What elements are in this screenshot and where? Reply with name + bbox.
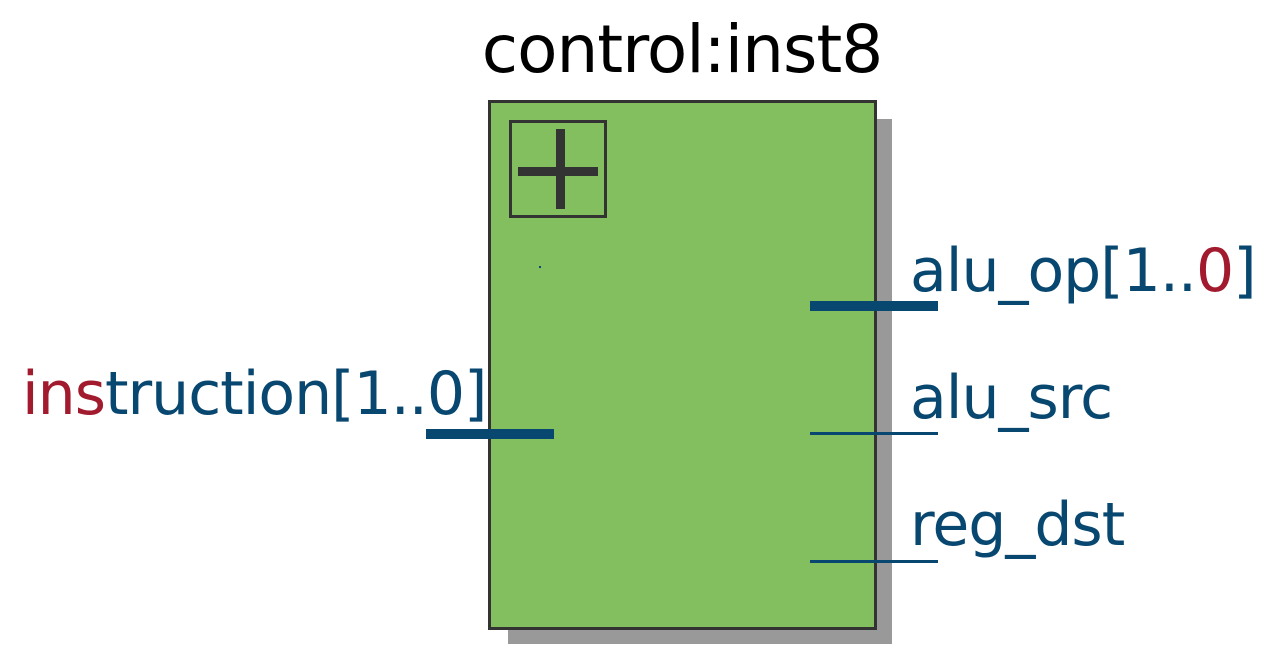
port-label-alu-op: alu_op[1..0] xyxy=(910,236,1257,306)
port-label-reg-dst: reg_dst xyxy=(910,490,1125,560)
wire-reg-dst[interactable] xyxy=(810,560,938,563)
port-dot xyxy=(539,266,541,268)
plus-icon-vertical xyxy=(556,129,565,209)
port-label-alu-op-highlight: 0 xyxy=(1196,236,1234,306)
wire-alu-src[interactable] xyxy=(810,432,938,435)
port-label-instruction-rest: truction[1..0] xyxy=(104,359,487,429)
wire-alu-op[interactable] xyxy=(810,301,938,311)
port-label-instruction: instruction[1..0] xyxy=(22,359,487,429)
port-label-alu-op-tail: ] xyxy=(1233,236,1256,306)
port-label-alu-op-main: alu_op[1.. xyxy=(910,236,1197,306)
port-label-instruction-highlight: ins xyxy=(22,359,106,429)
port-label-alu-src: alu_src xyxy=(910,363,1113,433)
instance-title: control:inst8 xyxy=(481,11,883,88)
wire-instruction[interactable] xyxy=(426,429,554,439)
expand-plus-icon[interactable] xyxy=(509,120,607,218)
control-block[interactable] xyxy=(488,100,877,630)
